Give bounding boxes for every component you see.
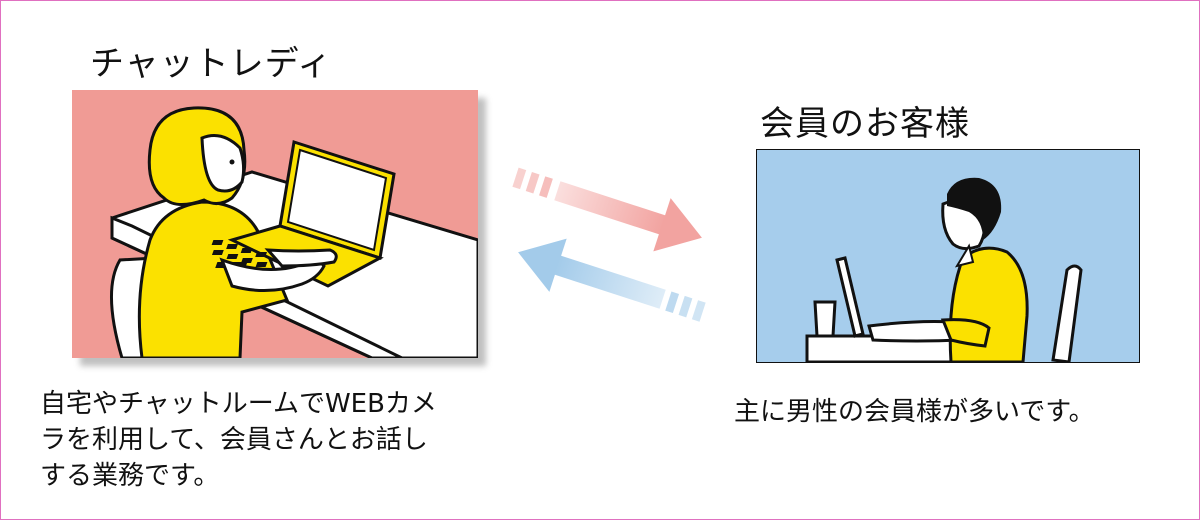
person-face bbox=[200, 134, 246, 193]
customer-title: 会員のお客様 bbox=[760, 104, 970, 144]
customer-description: 主に男性の会員様が多いです。 bbox=[734, 397, 1095, 427]
chair bbox=[1051, 264, 1083, 362]
cup bbox=[813, 300, 837, 338]
customer-illustration bbox=[756, 149, 1140, 363]
chat-lady-description: 自宅やチャットルームでWEBカメ ラを利用して、会員さんとお話し する業務です。 bbox=[40, 386, 540, 494]
chat-lady-title: チャットレディ bbox=[90, 44, 333, 84]
laptop bbox=[835, 256, 865, 338]
chat-lady-description-line: する業務です。 bbox=[40, 461, 220, 491]
exchange-arrows bbox=[500, 150, 730, 340]
person-arm bbox=[219, 257, 326, 293]
chat-lady-description-line: 自宅やチャットルームでWEBカメ bbox=[40, 389, 437, 419]
arrow-to-customer bbox=[512, 167, 702, 252]
arrow-to-chat-lady bbox=[518, 238, 706, 322]
person-hair bbox=[947, 177, 1002, 240]
chat-lady-description-line: ラを利用して、会員さんとお話し bbox=[40, 425, 428, 455]
chat-lady-illustration bbox=[72, 90, 478, 358]
